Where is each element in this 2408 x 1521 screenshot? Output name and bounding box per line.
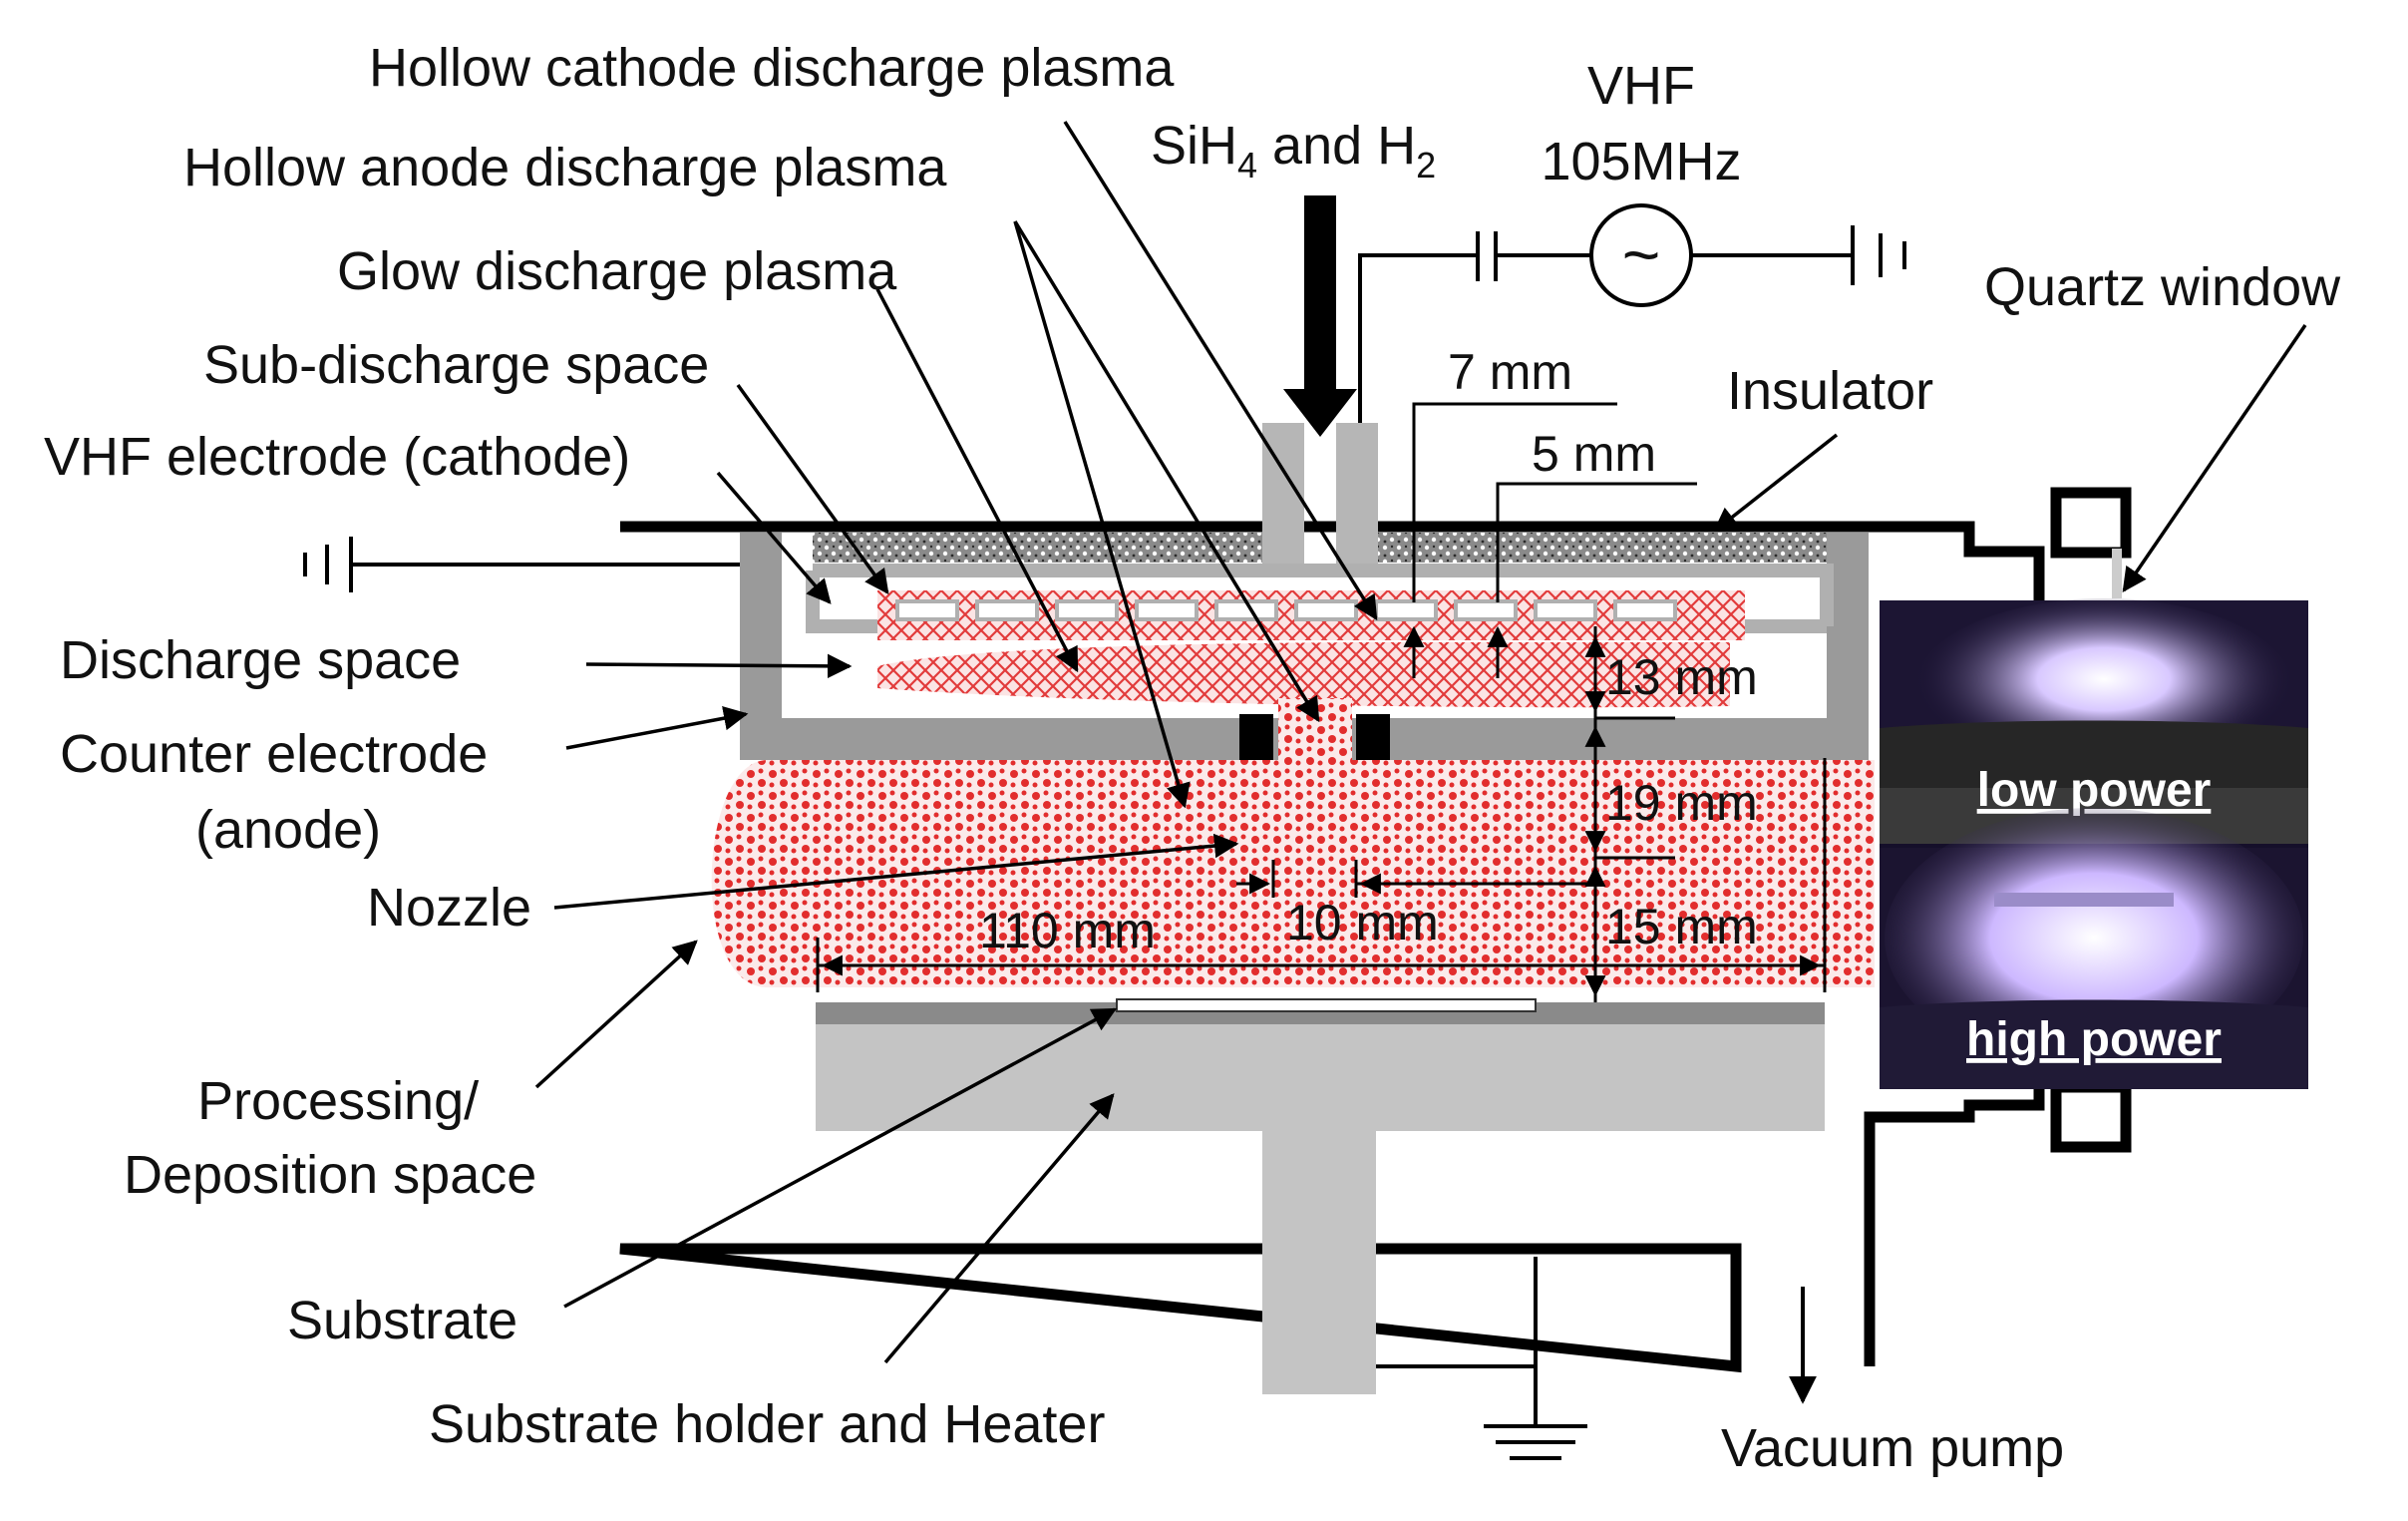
- label-hollow-anode: Hollow anode discharge plasma: [183, 138, 947, 197]
- label-vhf-frequency: 105MHz: [1541, 132, 1741, 191]
- glow-discharge-plasma: [877, 642, 1730, 708]
- gas-sub-4: 4: [1237, 145, 1257, 186]
- label-hollow-cathode: Hollow cathode discharge plasma: [369, 38, 1175, 98]
- dim-10mm: 10 mm: [1286, 895, 1439, 951]
- label-counter-anode: (anode): [195, 800, 381, 860]
- label-vacuum-pump: Vacuum pump: [1721, 1418, 2064, 1478]
- substrate: [1116, 998, 1537, 1012]
- holder-shaft: [1262, 1131, 1376, 1394]
- label-processing: Processing/: [197, 1071, 479, 1131]
- label-leaders: [534, 121, 2307, 1364]
- label-quartz-window: Quartz window: [1984, 257, 2341, 317]
- chamber-wall: [619, 521, 2045, 1373]
- quartz-window-glass: [2112, 549, 2122, 598]
- label-discharge-space: Discharge space: [60, 630, 461, 690]
- holder-ground: [1376, 1257, 1587, 1460]
- plasma-photo-inset: low power high power: [1880, 598, 2308, 1089]
- label-insulator: Insulator: [1727, 361, 1933, 421]
- dim-110mm: 110 mm: [979, 903, 1156, 958]
- label-nozzle: Nozzle: [367, 878, 531, 938]
- high-power-label: high power: [1966, 1013, 2222, 1066]
- label-gas-inlet: SiH4 and H2: [1151, 116, 1436, 186]
- heater-block: [816, 1024, 1825, 1131]
- label-sub-discharge: Sub-discharge space: [203, 335, 709, 395]
- dim-5mm: 5 mm: [1532, 426, 1656, 482]
- dim-7mm: 7 mm: [1448, 344, 1572, 400]
- quartz-port-bottom: [2050, 1081, 2132, 1153]
- label-vhf-electrode: VHF electrode (cathode): [44, 427, 630, 487]
- label-holder: Substrate holder and Heater: [429, 1394, 1105, 1454]
- gas-and-h-text: and H: [1257, 116, 1416, 176]
- gas-feed-tube-right: [1336, 423, 1378, 576]
- dimension-arrows: [821, 625, 1822, 997]
- label-vhf: VHF: [1587, 56, 1695, 116]
- anode-ground: [303, 537, 740, 592]
- quartz-port-top: [2050, 487, 2132, 559]
- insulator-left: [813, 533, 1266, 563]
- gas-si-text: SiH: [1151, 116, 1237, 176]
- label-counter-electrode: Counter electrode: [60, 724, 488, 784]
- vhf-circuit: [1358, 203, 1906, 423]
- dim-15mm: 15 mm: [1605, 899, 1758, 954]
- dim-19mm: 19 mm: [1605, 775, 1758, 831]
- gas-inlet-arrow: [1283, 195, 1357, 437]
- dim-13mm: 13 mm: [1605, 649, 1758, 705]
- label-deposition-space: Deposition space: [124, 1145, 536, 1205]
- ac-source-icon: ~: [1622, 217, 1661, 291]
- insulator-right: [1376, 533, 1827, 563]
- hollow-cathode-plasma: [877, 590, 1745, 640]
- deposition-plasma: [711, 760, 1875, 987]
- label-substrate: Substrate: [287, 1291, 517, 1350]
- gas-sub-2: 2: [1416, 145, 1436, 186]
- substrate-holder-plate: [816, 1002, 1825, 1024]
- label-glow: Glow discharge plasma: [337, 241, 897, 301]
